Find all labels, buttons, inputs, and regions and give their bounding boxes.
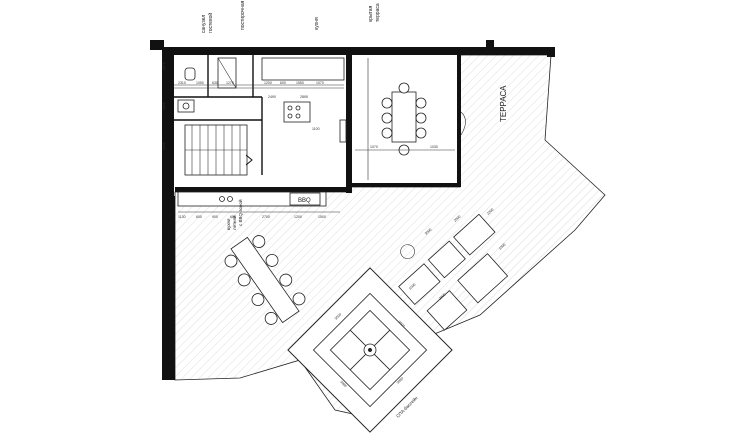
partitions	[174, 55, 263, 175]
dim-bbq-2: 600	[196, 215, 202, 219]
dim-kitchen-3: 1100	[312, 127, 320, 131]
dimension-values: 2310 1050 630 1270 1200 600 1550 1070 24…	[162, 62, 506, 388]
dim-top-4: 1270	[226, 81, 234, 85]
dim-bbq-5: 2700	[262, 215, 270, 219]
label-kitchen: кухня	[314, 17, 320, 30]
label-outdoor-kitchen-2: летняя	[232, 215, 237, 230]
dim-kitchen-5: 1030	[430, 145, 438, 149]
covered-terrace-dining	[381, 82, 466, 156]
label-laundry: постирочная	[240, 0, 246, 30]
label-bathroom-2: гостевой	[207, 13, 214, 33]
dim-terrace-1: 2370	[162, 62, 166, 70]
dim-kitchen-1: 2490	[268, 95, 276, 99]
spa-pool	[287, 267, 453, 433]
dim-terrace-2: 4000	[162, 102, 166, 110]
outdoor-dining	[224, 235, 306, 325]
dim-kitchen-2: 2895	[300, 95, 308, 99]
label-bbq: BBQ	[298, 198, 311, 204]
dim-top-3: 630	[212, 81, 218, 85]
bathroom	[177, 57, 237, 113]
label-outdoor-kitchen-1: кухня	[226, 218, 231, 230]
dim-lounge-4: 1500	[408, 283, 417, 291]
dim-top-1: 2310	[178, 81, 186, 85]
label-bathroom-1: санузел	[201, 15, 207, 33]
dim-spa-1: 3500	[334, 312, 342, 320]
dim-top-7: 1550	[296, 81, 304, 85]
walls	[150, 40, 555, 380]
dim-spa-3: 3880	[339, 380, 347, 388]
dim-kitchen-4: 1070	[370, 145, 378, 149]
dim-bbq-4: 650	[230, 215, 236, 219]
dim-bbq-7: 1500	[318, 215, 326, 219]
dim-top-8: 1070	[316, 81, 324, 85]
label-terrace: ТЕРРАСА	[499, 85, 508, 122]
dim-lounge-6: 1900	[498, 243, 507, 251]
kitchen	[261, 57, 347, 143]
lounge-set	[398, 213, 509, 331]
bbq-counter	[177, 191, 327, 207]
dim-terrace-3: 2040	[162, 142, 166, 150]
dim-top-6: 600	[280, 81, 286, 85]
staircase	[184, 124, 253, 176]
dim-lounge-5: 2800	[438, 293, 447, 301]
dim-spa-2: 3500	[397, 320, 405, 328]
dim-lounge-1: 3000	[424, 228, 433, 236]
label-covered-terrace-1: крытая	[368, 5, 374, 22]
dim-bbq-6: 1200	[294, 215, 302, 219]
label-covered-terrace-2: терраса	[375, 3, 381, 22]
dim-lounge-3: 2200	[486, 208, 495, 216]
label-outdoor-kitchen-3: с BBQ-зоной	[237, 199, 243, 226]
dim-spa-4: 3880	[396, 376, 404, 384]
dim-lounge-2: 2000	[453, 215, 462, 223]
dim-bbq-1: 1130	[178, 215, 186, 219]
dimension-lines	[174, 58, 455, 213]
dim-top-5: 1200	[264, 81, 272, 85]
dim-bbq-3: 900	[212, 215, 218, 219]
dim-top-2: 1050	[196, 81, 204, 85]
